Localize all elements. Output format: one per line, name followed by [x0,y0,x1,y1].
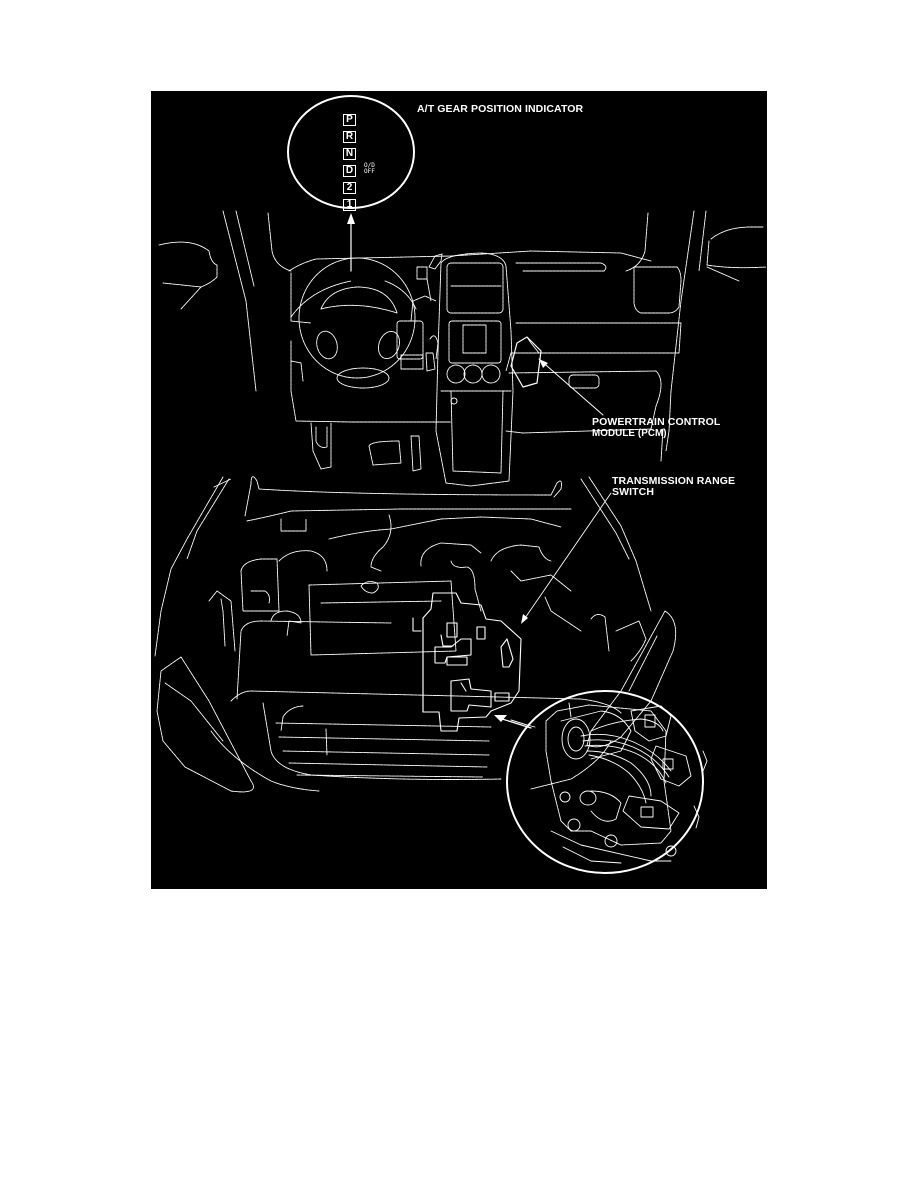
gear-indicator-magnifier-circle [287,95,415,209]
pcm-label-line2: MODULE (PCM) [592,428,667,439]
line-art [154,95,767,874]
trs-leader-line [521,492,612,624]
arrow-to-detail-icon [494,715,536,729]
gear-2-indicator: 2 [343,182,356,194]
gear-1-indicator: 1 [343,199,356,211]
gear-n-indicator: N [343,148,356,160]
engine-compartment-illustration [154,476,677,793]
gear-p-indicator: P [343,114,356,126]
transmission-range-switch-area [412,592,522,732]
od-off-indicator-line2: OFF [364,168,375,175]
gear-r-indicator: R [343,131,356,143]
trs-label-line2: SWITCH [612,486,655,498]
pcm-label-line1: POWERTRAIN CONTROL [592,416,721,428]
gear-d-indicator: D [343,165,356,177]
od-off-indicator-line1: O/D [364,162,375,169]
diagram-panel: P R N D 2 1 O/D OFF A/T GEAR POSITION IN… [151,91,767,889]
pcm-module [510,336,542,388]
switch-connector-detail [545,702,708,864]
arrow-up-icon [347,213,355,272]
pcm-leader-line [538,358,604,416]
dashboard-illustration [158,210,767,487]
detail-magnifier-circle [506,690,704,874]
gear-indicator-label: A/T GEAR POSITION INDICATOR [417,103,584,115]
trs-label-line1: TRANSMISSION RANGE [612,475,736,487]
